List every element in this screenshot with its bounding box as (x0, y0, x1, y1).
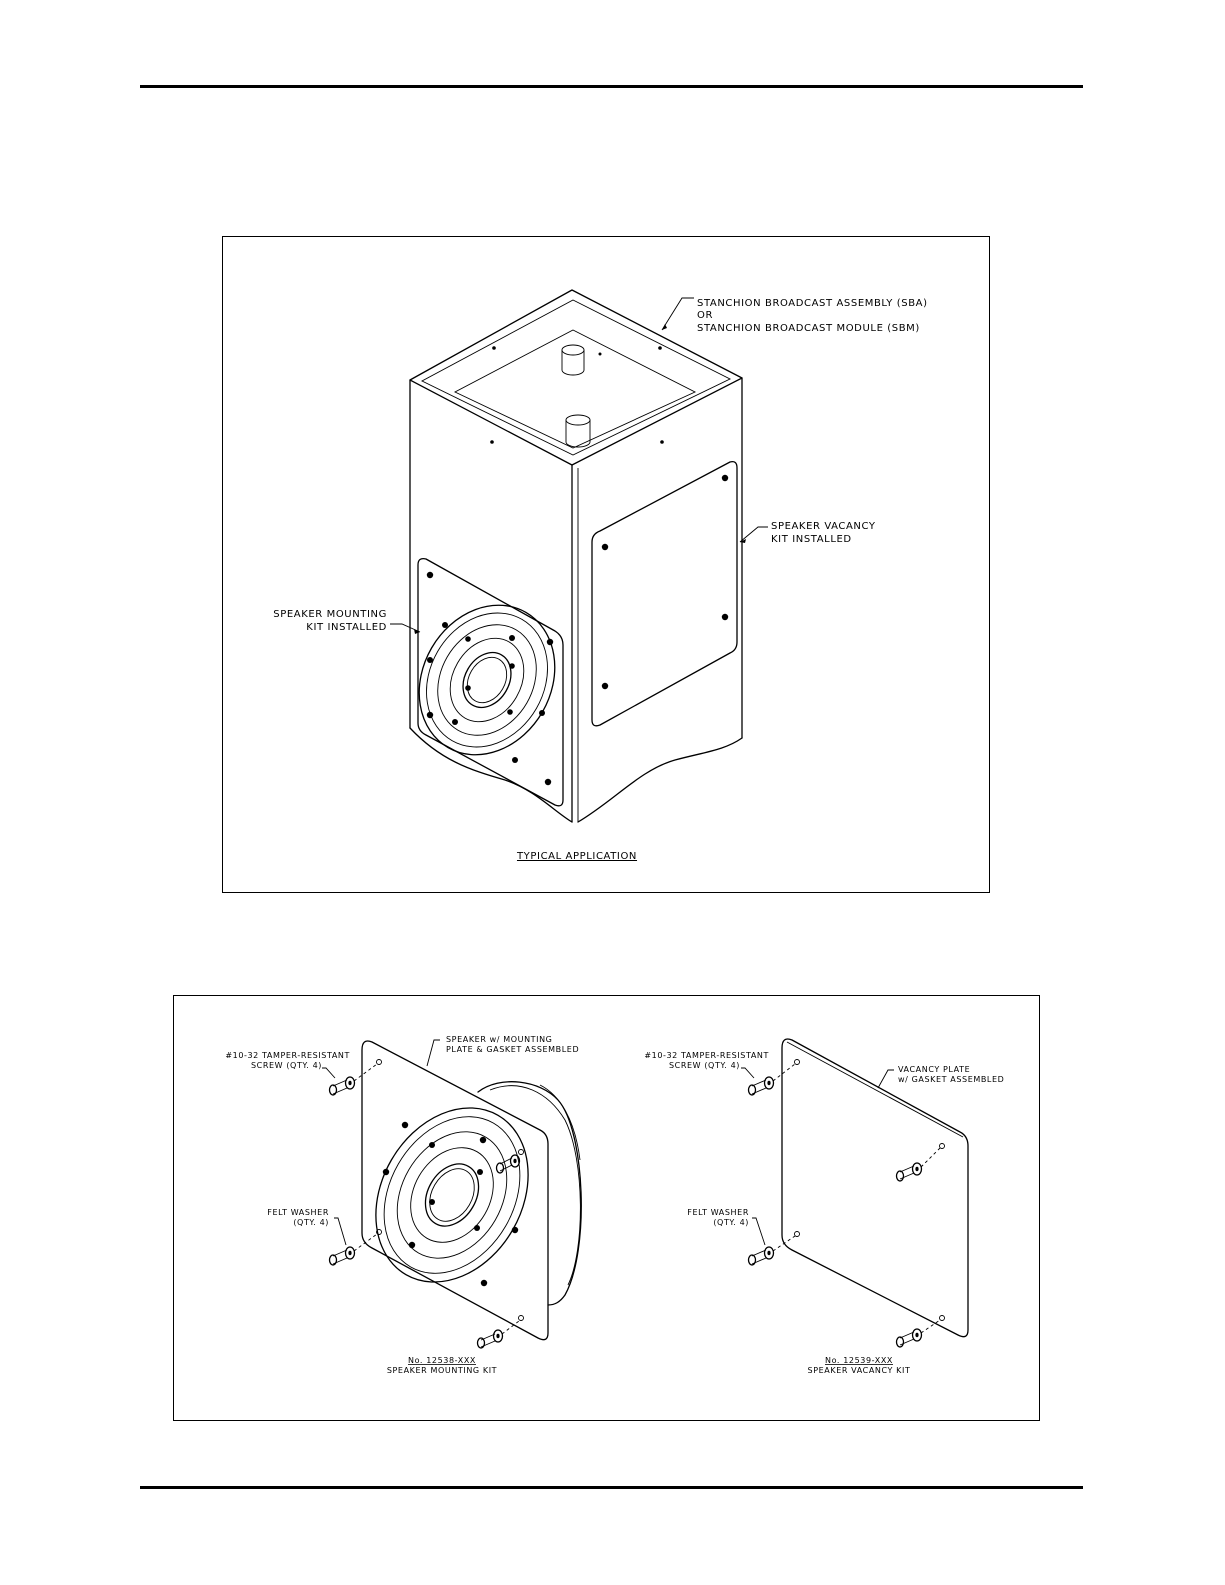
left-kit-part-no: No. 12538-XXX (408, 1356, 476, 1365)
stanchion-post-front (565, 414, 591, 448)
typical-application-figure: STANCHION BROADCAST ASSEMBLY (SBA) OR ST… (222, 236, 990, 893)
left-screw-bottom (328, 1233, 378, 1266)
typical-application-caption: TYPICAL APPLICATION (516, 851, 637, 862)
left-screw-label-line2: SCREW (QTY. 4) (251, 1061, 322, 1070)
left-washer-label-line2: (QTY. 4) (293, 1218, 329, 1227)
left-screw-label-line1: #10-32 TAMPER-RESISTANT (225, 1051, 350, 1060)
kits-drawing: #10-32 TAMPER-RESISTANT SCREW (QTY. 4) S… (225, 1035, 1004, 1375)
right-screw-top (747, 1063, 796, 1096)
left-plate-label-line1: SPEAKER w/ MOUNTING (446, 1035, 552, 1044)
stanchion-drawing: STANCHION BROADCAST ASSEMBLY (SBA) OR ST… (273, 289, 928, 862)
sba-label-line3: STANCHION BROADCAST MODULE (SBM) (697, 323, 920, 334)
left-screw-right-top (495, 1154, 521, 1174)
right-screw-label-line1: #10-32 TAMPER-RESISTANT (644, 1051, 769, 1060)
right-kit-name: SPEAKER VACANCY KIT (808, 1366, 911, 1375)
kits-figure: #10-32 TAMPER-RESISTANT SCREW (QTY. 4) S… (173, 995, 1040, 1421)
right-screw-label-line2: SCREW (QTY. 4) (669, 1061, 740, 1070)
stanchion-inner-rim (421, 299, 732, 456)
stanchion-top-rim (409, 289, 743, 466)
right-screw-bottom (747, 1235, 796, 1266)
left-screw-top (328, 1063, 378, 1096)
stanchion-break-left (409, 727, 573, 823)
right-plate-label-line2: w/ GASKET ASSEMBLED (898, 1075, 1004, 1084)
left-screw-right-bottom (476, 1320, 520, 1349)
sba-label-line2: OR (697, 310, 713, 321)
right-washer-label-line2: (QTY. 4) (713, 1218, 749, 1227)
speaker-mounting-kit-drawing (322, 1039, 582, 1349)
footer-rule (140, 1486, 1083, 1489)
right-plate-label-line1: VACANCY PLATE (898, 1065, 970, 1074)
mounting-label-line2: KIT INSTALLED (306, 622, 387, 633)
speaker-vacancy-kit-drawing (741, 1038, 969, 1348)
speaker-mounting-plate-installed (417, 557, 564, 807)
left-washer-label-line1: FELT WASHER (267, 1208, 329, 1217)
mounting-label-line1: SPEAKER MOUNTING (273, 609, 387, 620)
right-washer-label-line1: FELT WASHER (687, 1208, 749, 1217)
vacancy-label-line2: KIT INSTALLED (771, 534, 852, 545)
right-kit-part-no: No. 12539-XXX (825, 1356, 893, 1365)
stanchion-post-rear (561, 344, 585, 376)
stanchion-floor (453, 329, 697, 449)
sba-label-line1: STANCHION BROADCAST ASSEMBLY (SBA) (697, 298, 928, 309)
right-screw-low (895, 1319, 941, 1348)
vacancy-plate-installed (591, 460, 738, 727)
left-kit-name: SPEAKER MOUNTING KIT (387, 1366, 497, 1375)
header-rule (140, 85, 1083, 88)
left-plate-label-line2: PLATE & GASKET ASSEMBLED (446, 1045, 579, 1054)
speaker-rings (418, 604, 556, 756)
right-screw-mid (895, 1147, 941, 1182)
vacancy-label-line1: SPEAKER VACANCY (771, 521, 876, 532)
stanchion-break-right (577, 737, 743, 823)
